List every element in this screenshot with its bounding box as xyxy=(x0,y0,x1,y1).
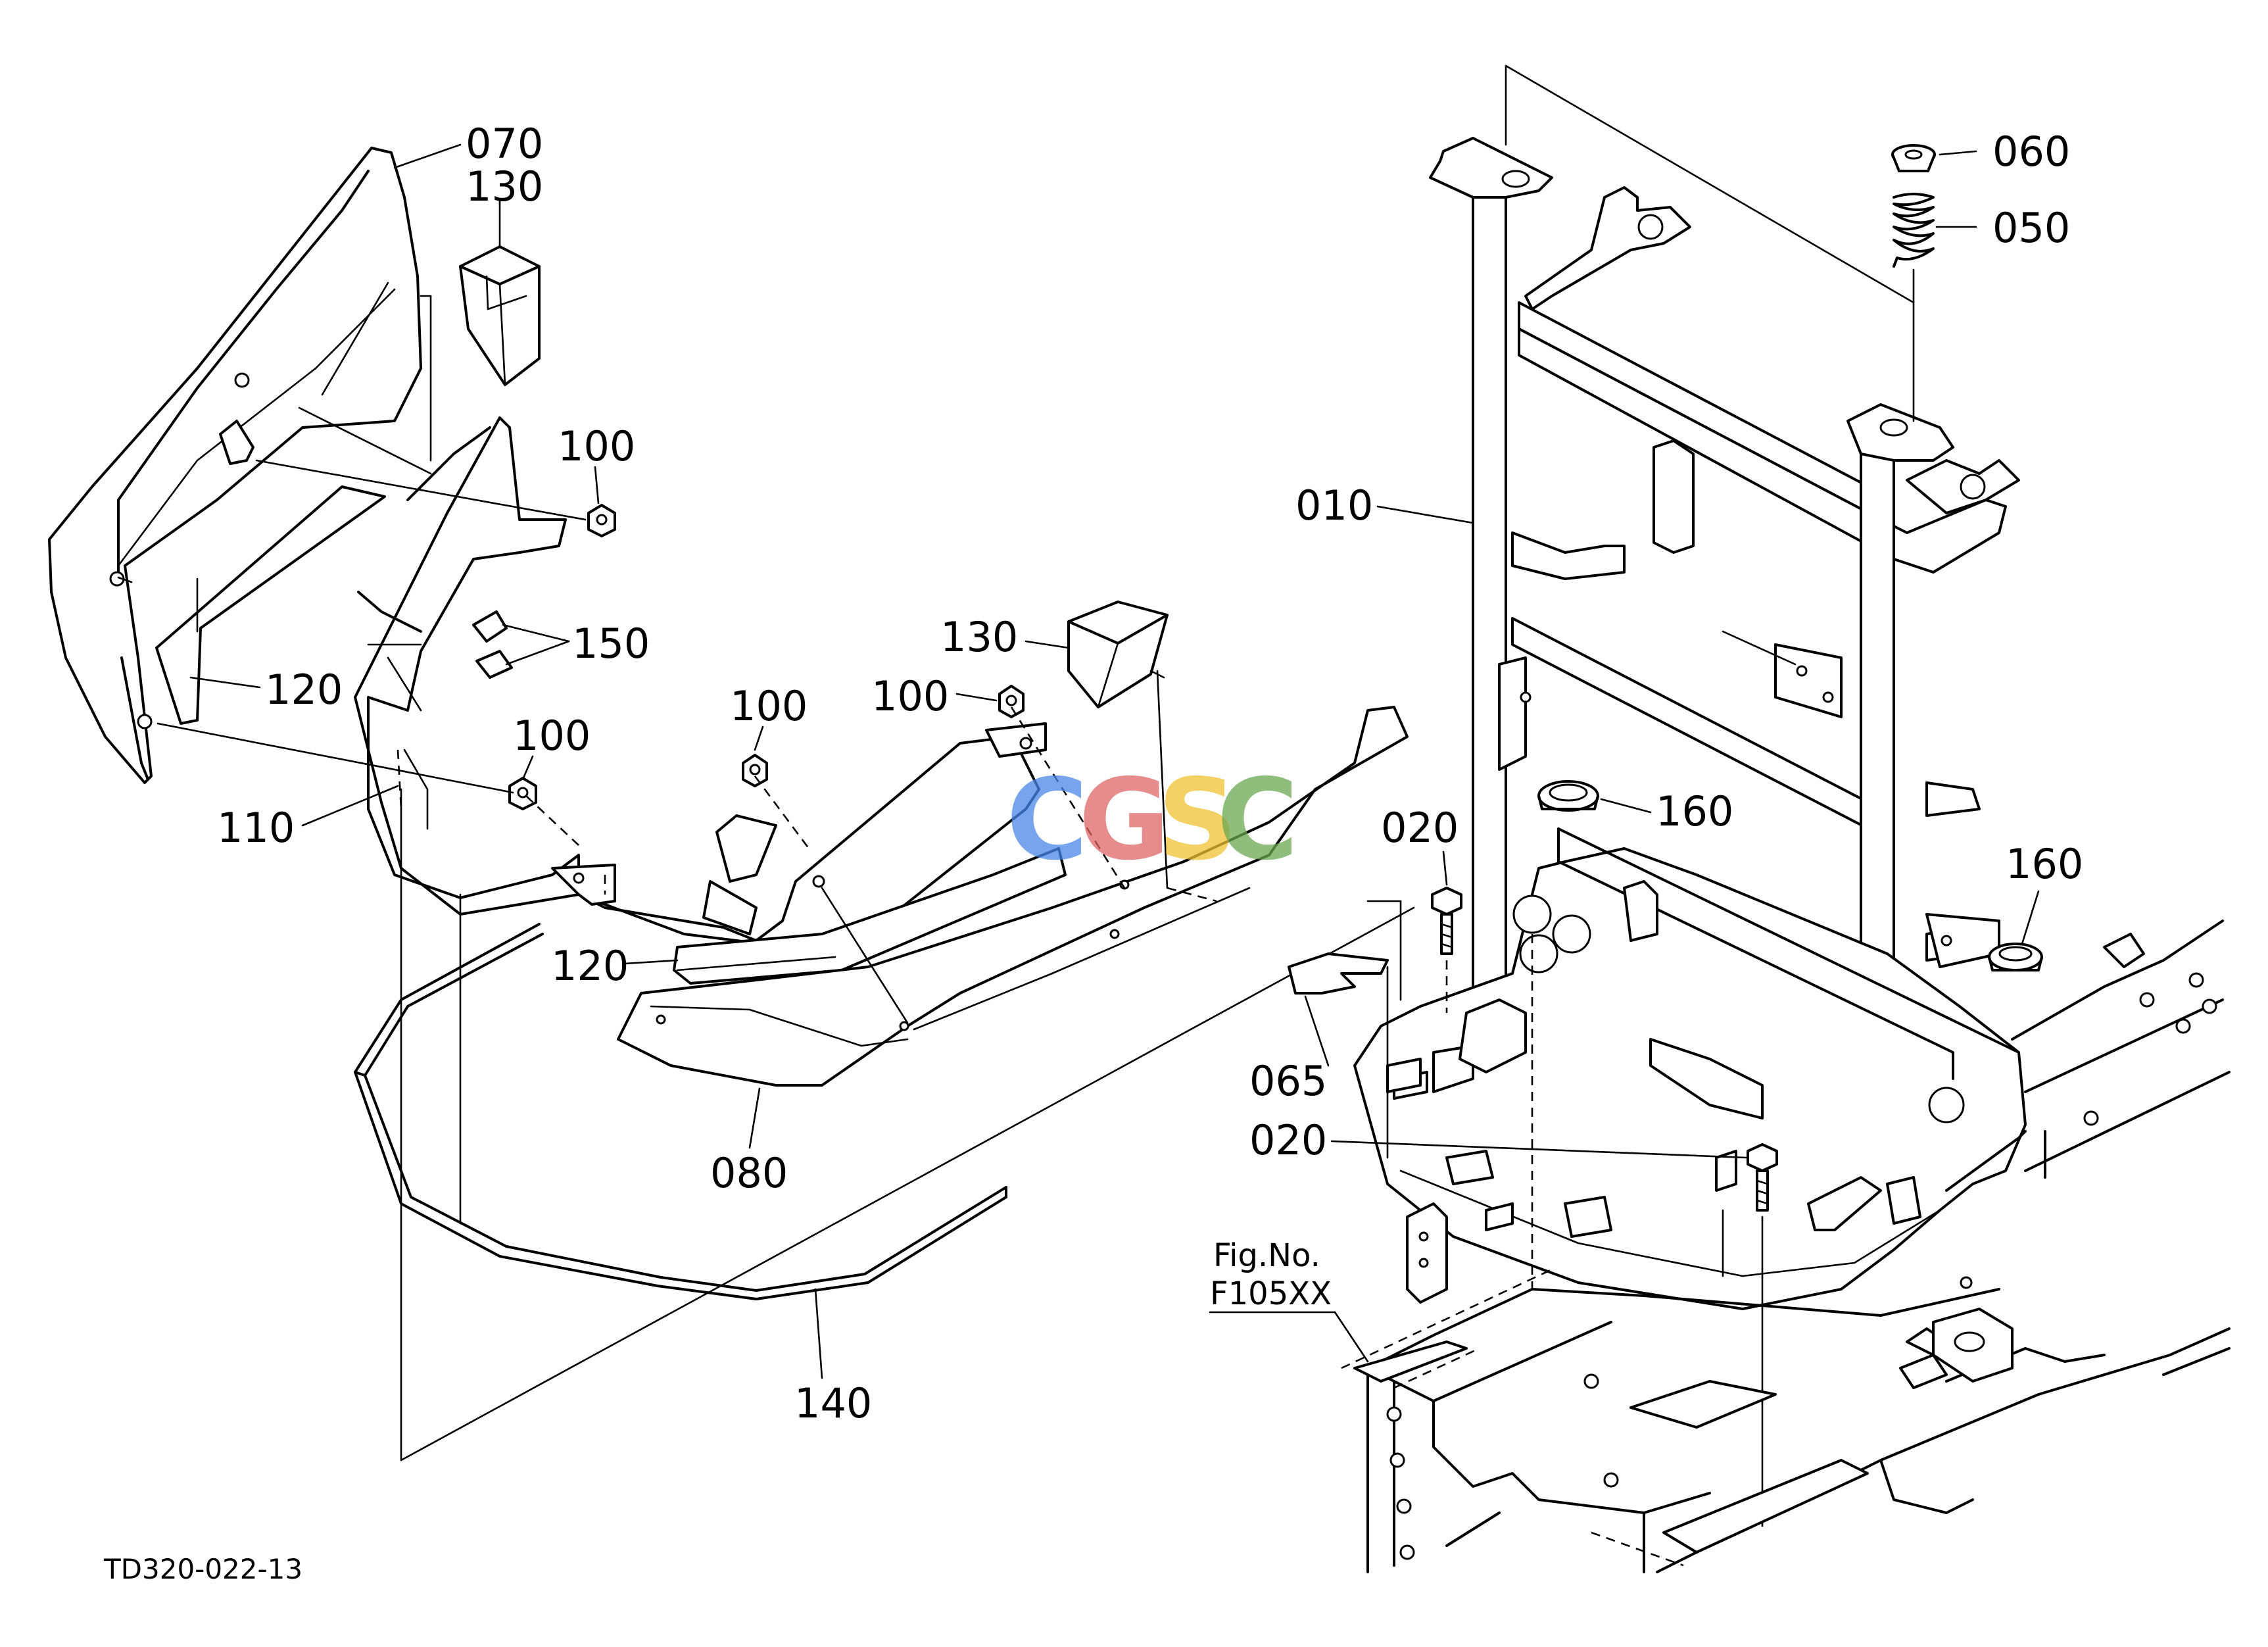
cap-060 xyxy=(1891,144,1936,172)
figure-ref-line-2: F105XX xyxy=(1210,1275,1332,1312)
watermark-letter-2: G xyxy=(1078,755,1170,885)
grille-080 xyxy=(617,706,1409,1087)
chassis-frame xyxy=(1341,920,2231,1573)
nut-100 xyxy=(508,504,1025,810)
strip-120-upper xyxy=(155,485,386,725)
side-cover-070 xyxy=(48,147,432,784)
frame-010 xyxy=(1353,137,2027,1310)
callout-labels: 070 130 100 150 120 100 110 100 100 130 … xyxy=(217,120,2083,1427)
watermark-letter-1: C xyxy=(1006,755,1088,885)
edge-trim-140 xyxy=(354,923,1007,1300)
callout-020-a: 020 xyxy=(1381,804,1459,852)
spring-050 xyxy=(1893,193,1935,268)
callout-120-a: 120 xyxy=(265,666,343,714)
assembly-line-top xyxy=(1505,64,1915,304)
callout-080: 080 xyxy=(710,1149,788,1197)
callout-020-b: 020 xyxy=(1249,1116,1327,1164)
callout-060: 060 xyxy=(1992,128,2070,176)
callout-010: 010 xyxy=(1295,481,1373,529)
watermark-letter-4: C xyxy=(1217,755,1299,885)
drawing-code: TD320-022-13 xyxy=(103,1553,302,1585)
callout-150: 150 xyxy=(572,620,650,668)
leader-lines xyxy=(189,143,2040,1379)
callout-100-a: 100 xyxy=(558,422,635,470)
callout-070: 070 xyxy=(466,120,543,168)
callout-100-b: 100 xyxy=(513,712,591,760)
callout-130-top: 130 xyxy=(466,162,543,210)
plate-065 xyxy=(1288,952,1389,1159)
plate-150 xyxy=(472,610,513,679)
rubber-block-130-top xyxy=(459,245,541,386)
callout-100-d: 100 xyxy=(871,672,949,720)
callout-160-a: 160 xyxy=(1656,787,1733,835)
callout-160-b: 160 xyxy=(2006,840,2083,888)
callout-110: 110 xyxy=(217,804,295,852)
callout-065: 065 xyxy=(1249,1057,1327,1105)
figure-reference: Fig.No. F105XX xyxy=(1210,1237,1332,1312)
callout-100-c: 100 xyxy=(730,682,808,730)
assembly-lines-left xyxy=(157,459,1415,1462)
figure-ref-line-1: Fig.No. xyxy=(1213,1237,1320,1274)
callout-120-b: 120 xyxy=(551,942,629,990)
callout-140: 140 xyxy=(794,1379,872,1427)
strip-120-lower xyxy=(673,847,1067,985)
callout-130-mid: 130 xyxy=(940,613,1018,661)
watermark-letter-3: S xyxy=(1157,755,1238,885)
watermark: C G S C xyxy=(1006,755,1299,885)
rubber-block-130-mid xyxy=(1067,601,1169,708)
callout-050: 050 xyxy=(1992,204,2070,252)
bolt-020 xyxy=(1431,887,1778,1527)
grommet-160 xyxy=(1537,780,2043,971)
